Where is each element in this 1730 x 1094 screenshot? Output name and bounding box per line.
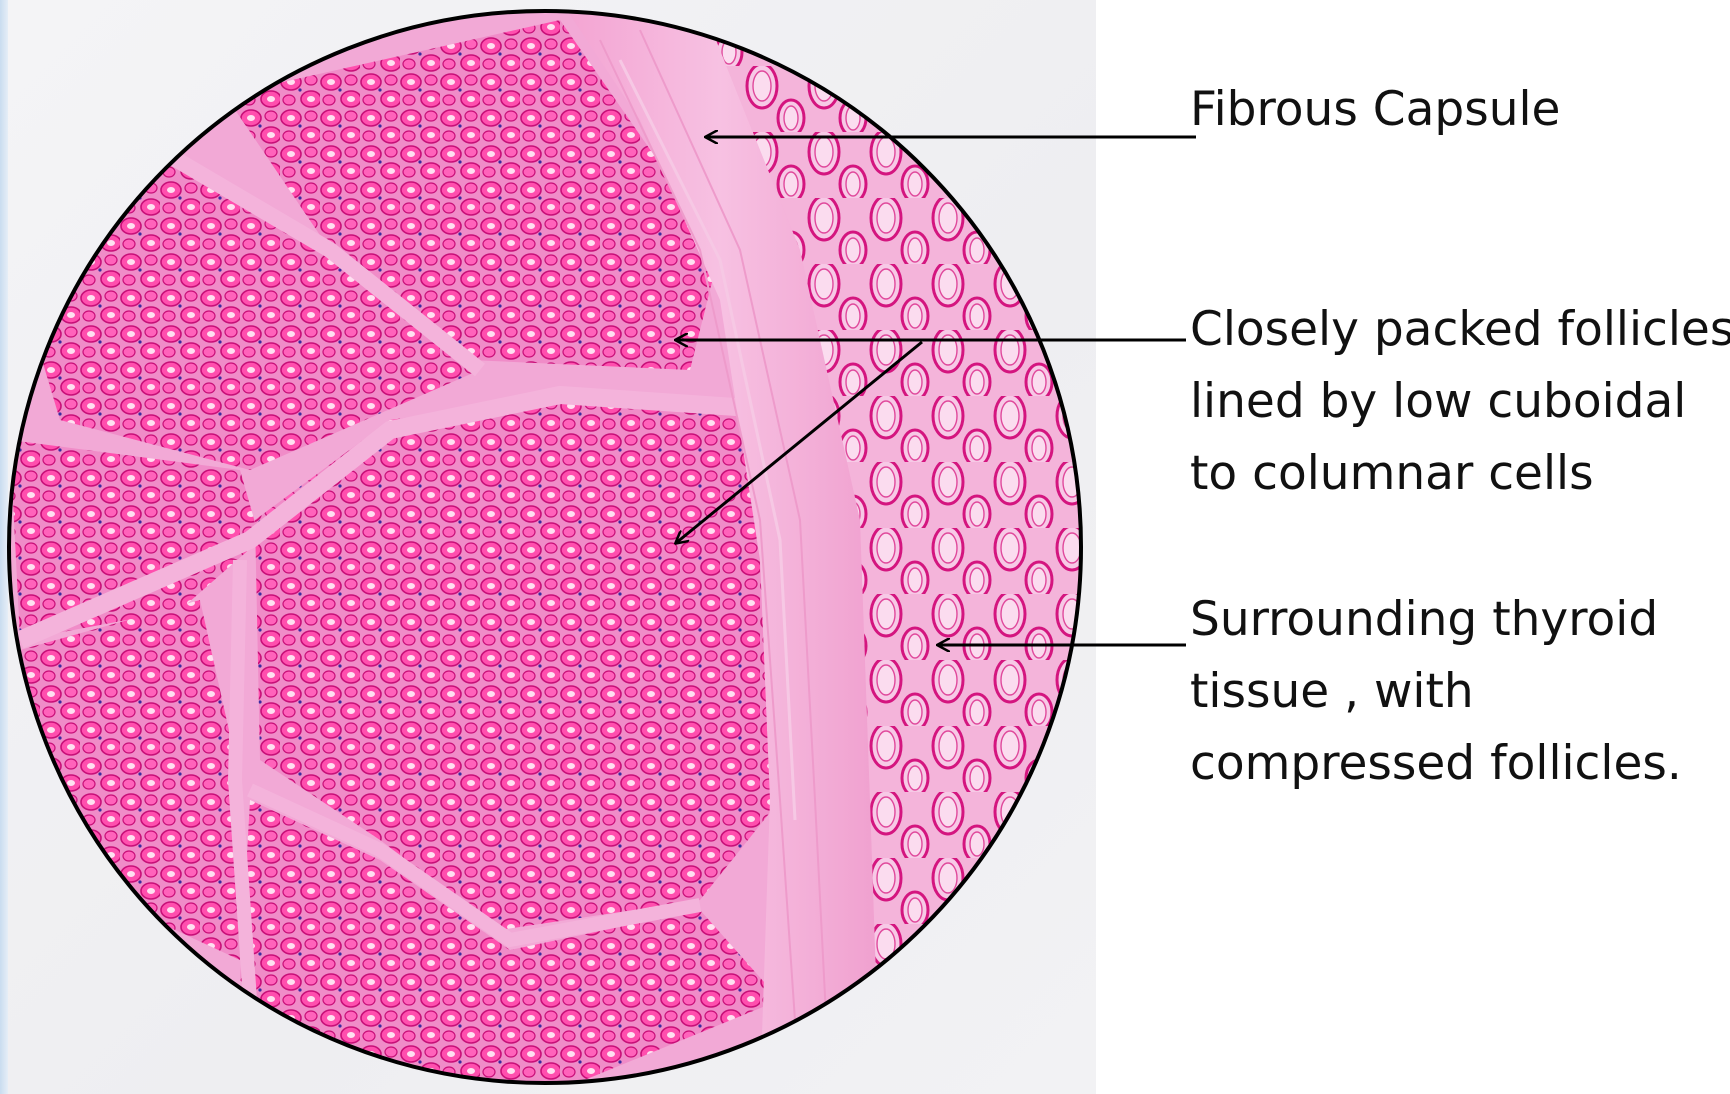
surrounding-line-3: compressed follicles.: [1190, 728, 1682, 800]
closely-packed-line-2: lined by low cuboidal: [1190, 366, 1730, 438]
tissue-section: [0, 0, 1100, 1094]
surrounding-line-2: tissue , with: [1190, 656, 1682, 728]
fibrous-capsule-text: Fibrous Capsule: [1190, 74, 1560, 146]
closely-packed-line-3: to columnar cells: [1190, 438, 1730, 510]
closely-packed-label: Closely packed follicles lined by low cu…: [1190, 294, 1730, 510]
closely-packed-line-1: Closely packed follicles: [1190, 294, 1730, 366]
fibrous-capsule-label: Fibrous Capsule: [1190, 74, 1560, 146]
surrounding-tissue-label: Surrounding thyroid tissue , with compre…: [1190, 584, 1682, 800]
lobule-lower-left: [20, 600, 240, 960]
surrounding-line-1: Surrounding thyroid: [1190, 584, 1682, 656]
